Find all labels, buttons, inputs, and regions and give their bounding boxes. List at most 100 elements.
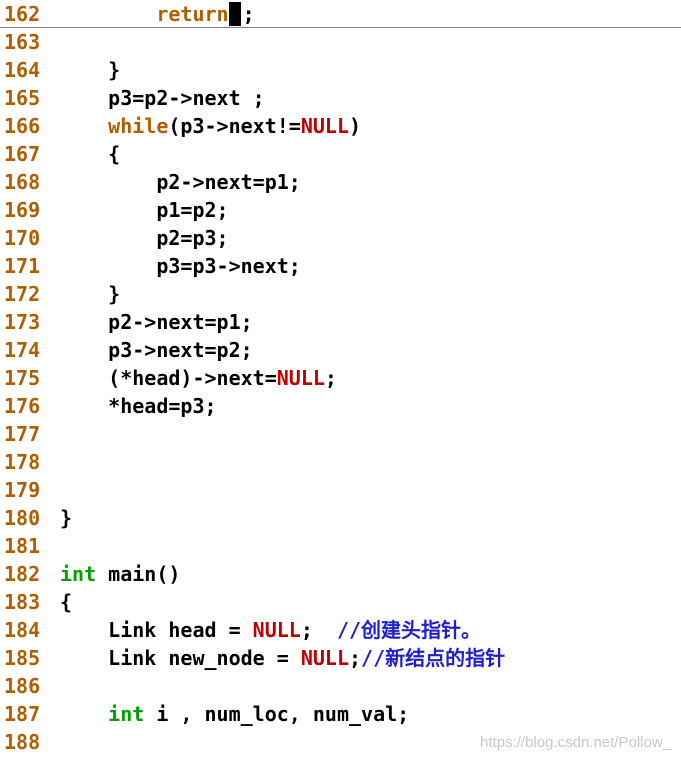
code-line[interactable]: 179 [0,476,681,504]
code-token: { [60,590,73,614]
code-token: p3->next=p2; [60,338,253,362]
code-line[interactable]: 183 { [0,588,681,616]
code-line[interactable]: 163 [0,28,681,56]
code-line[interactable]: 167 { [0,140,681,168]
code-line-current[interactable]: 162 return; [0,0,681,28]
type-keyword-token: int [108,702,145,726]
code-line[interactable]: 175 (*head)->next=NULL; [0,364,681,392]
code-line[interactable]: 180} [0,504,681,532]
line-number: 175 [4,366,41,390]
code-token: p3=p3->next; [60,254,301,278]
code-line[interactable]: 188 [0,728,681,756]
code-token [60,702,108,726]
code-token: { [60,142,121,166]
code-text: p3=p3->next; [60,252,301,280]
code-text: while(p3->next!=NULL) [60,112,361,140]
comment-token: //新结点的指针 [361,646,506,670]
code-token: Link head = [60,618,253,642]
code-token: ; [324,366,337,390]
code-token: p3=p2->next ; [60,86,265,110]
code-token: } [60,58,121,82]
keyword-token: return [156,2,229,26]
line-number: 178 [4,450,41,474]
code-line[interactable]: 178 [0,448,681,476]
keyword-token: while [108,114,169,138]
line-number: 188 [4,730,41,754]
line-number: 163 [4,30,41,54]
type-keyword-token: int [60,562,97,586]
code-token: p2->next=p1; [60,170,301,194]
code-token: main() [96,562,181,586]
code-text: } [60,504,72,532]
line-number: 173 [4,310,41,334]
code-text: } [60,56,120,84]
null-constant-token: NULL [252,618,301,642]
code-line[interactable]: 187 int i , num_loc, num_val; [0,700,681,728]
code-token: p2->next=p1; [60,310,253,334]
null-constant-token: NULL [300,646,349,670]
null-constant-token: NULL [276,366,325,390]
code-line[interactable]: 186 [0,672,681,700]
code-token [60,2,156,26]
code-line[interactable]: 169 p1=p2; [0,196,681,224]
code-line[interactable]: 184 Link head = NULL; //创建头指针。 [0,616,681,644]
code-text: (*head)->next=NULL; [60,364,337,392]
code-line[interactable]: 174 p3->next=p2; [0,336,681,364]
code-line[interactable]: 166 while(p3->next!=NULL) [0,112,681,140]
code-text: { [60,140,120,168]
code-text: { [60,588,72,616]
line-number: 166 [4,114,41,138]
code-line[interactable]: 172 } [0,280,681,308]
code-token: *head=p3; [60,394,217,418]
line-number: 169 [4,198,41,222]
line-number: 186 [4,674,41,698]
line-number: 185 [4,646,41,670]
line-number: 183 [4,590,41,614]
line-number: 177 [4,422,41,446]
code-text: p2->next=p1; [60,308,253,336]
code-text: Link new_node = NULL;//新结点的指针 [60,644,505,672]
line-number: 174 [4,338,41,362]
code-line[interactable]: 176 *head=p3; [0,392,681,420]
code-line[interactable]: 171 p3=p3->next; [0,252,681,280]
line-number: 179 [4,478,41,502]
line-number: 172 [4,282,41,306]
code-token: p2=p3; [60,226,229,250]
code-text: int main() [60,560,180,588]
code-token: ; [349,646,362,670]
code-token: ; [300,618,337,642]
code-token [60,114,108,138]
line-number: 184 [4,618,41,642]
line-number: 162 [4,2,41,26]
code-line[interactable]: 181 [0,532,681,560]
code-token: ) [349,114,362,138]
code-text: *head=p3; [60,392,217,420]
code-token: (p3->next!= [168,114,301,138]
line-number: 181 [4,534,41,558]
code-line[interactable]: 164 } [0,56,681,84]
line-number: 171 [4,254,41,278]
code-text: } [60,280,120,308]
line-number: 180 [4,506,41,530]
code-token: ; [242,2,255,26]
code-token: p1=p2; [60,198,229,222]
code-text: p3->next=p2; [60,336,253,364]
code-line[interactable]: 168 p2->next=p1; [0,168,681,196]
code-token: } [60,282,121,306]
code-token: } [60,506,73,530]
code-line[interactable]: 165 p3=p2->next ; [0,84,681,112]
code-token: i , num_loc, num_val; [144,702,410,726]
code-line[interactable]: 185 Link new_node = NULL;//新结点的指针 [0,644,681,672]
code-line[interactable]: 170 p2=p3; [0,224,681,252]
code-line[interactable]: 173 p2->next=p1; [0,308,681,336]
line-number: 167 [4,142,41,166]
line-number: 170 [4,226,41,250]
line-number: 168 [4,170,41,194]
code-text: p2=p3; [60,224,229,252]
code-line[interactable]: 177 [0,420,681,448]
code-text: p3=p2->next ; [60,84,265,112]
code-text: Link head = NULL; //创建头指针。 [60,616,481,644]
code-token: Link new_node = [60,646,301,670]
